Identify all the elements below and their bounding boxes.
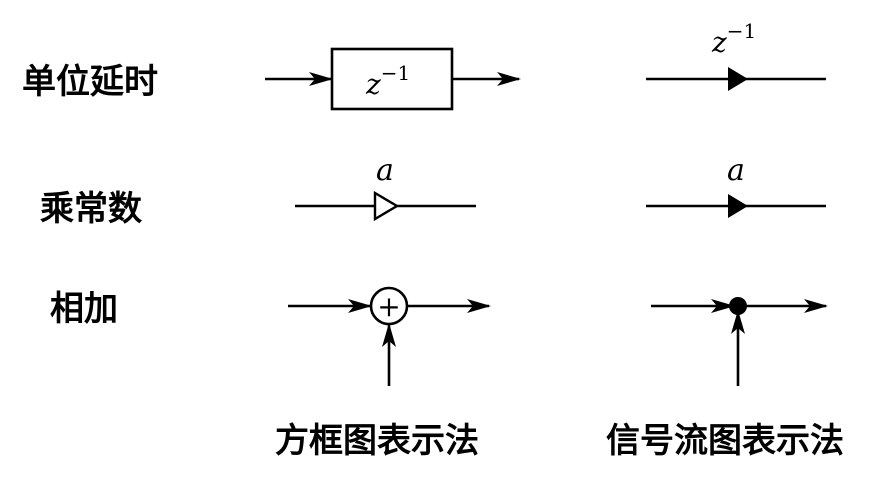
block-adder: +	[288, 286, 491, 386]
row-label-multiply-constant: 乘常数	[40, 189, 142, 229]
caption-signal-flow-graph: 信号流图表示法	[606, 421, 844, 461]
block-gain: a	[295, 153, 476, 222]
sfg-gain-arrow	[728, 194, 748, 218]
row-label-unit-delay: 单位延时	[22, 62, 158, 102]
sfg-delay: z−1	[646, 19, 826, 91]
sfg-delay-arrow	[728, 67, 748, 91]
delay-block-label: z−1	[365, 61, 410, 101]
caption-block-diagram: 方框图表示法	[275, 421, 479, 461]
gain-block-label: a	[376, 153, 394, 188]
sfg-gain-label: a	[727, 153, 745, 188]
adder-plus-icon: +	[377, 290, 400, 323]
gain-triangle	[373, 190, 400, 222]
block-delay: z−1	[265, 47, 521, 111]
sfg-gain: a	[646, 153, 826, 218]
sfg-delay-label: z−1	[711, 19, 756, 59]
row-label-addition: 相加	[50, 289, 118, 329]
sfg-adder	[651, 297, 828, 386]
